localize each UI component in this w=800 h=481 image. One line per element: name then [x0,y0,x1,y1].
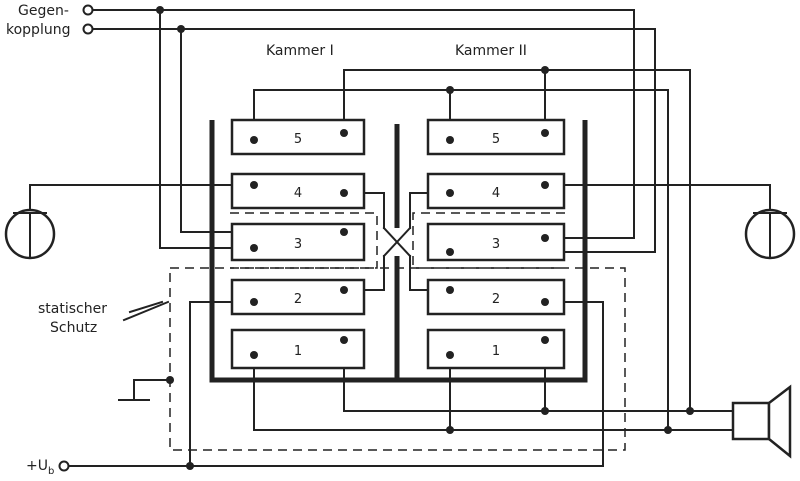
junctions [156,6,694,470]
external-terminals [58,4,94,472]
coil-terminals [250,129,549,359]
feedback-label-line2: kopplung [6,22,70,38]
coil-label: 4 [294,186,302,201]
chamber-right-title: Kammer II [455,43,527,59]
shield-label-line2: Schutz [50,320,97,336]
wiring [29,9,771,467]
supply-label-subscript: b [48,466,54,477]
coil-label: 2 [492,292,500,307]
chamber-left-coils: 5 4 3 2 1 [230,118,366,370]
chamber-left-title: Kammer I [266,43,334,59]
tube-right [744,208,796,260]
core-frame [209,120,588,383]
supply-label: +Ub [26,458,54,477]
chamber-right-coils: 5 4 3 2 1 [426,118,566,370]
feedback-label-line1: Gegen- [18,3,69,19]
shield-leader-line [122,300,170,322]
coil-label: 1 [294,344,302,359]
coil-label: 2 [294,292,302,307]
coil-label: 3 [294,237,302,252]
coil-label: 5 [294,132,302,147]
shield-label-line1: statischer [38,301,107,317]
coil-label: 1 [492,344,500,359]
tube-left [4,208,56,260]
loudspeaker-icon [731,384,792,459]
coil-label: 5 [492,132,500,147]
coil-label: 4 [492,186,500,201]
coil-label: 3 [492,237,500,252]
static-shield [128,212,626,451]
